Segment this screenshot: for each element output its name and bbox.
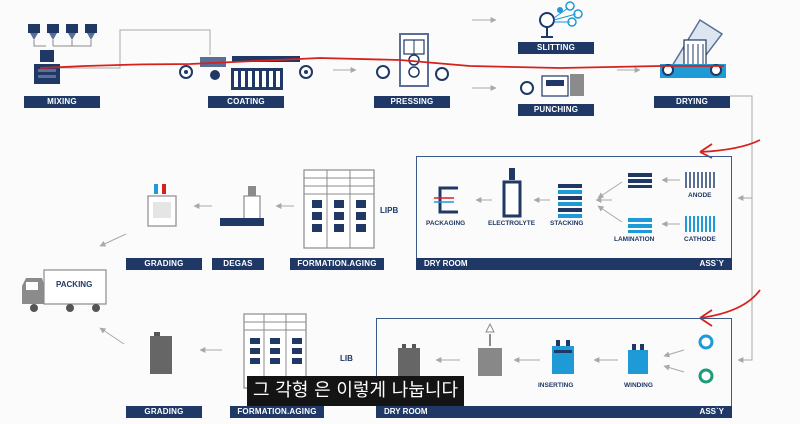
winding-roll-icons: [698, 334, 714, 384]
anode-label: ANODE: [688, 192, 712, 199]
punching-label: PUNCHING: [518, 104, 594, 116]
degas-label: DEGAS: [212, 258, 264, 270]
lamination-label: LAMINATION: [614, 236, 655, 243]
coating-label: COATING: [208, 96, 284, 108]
formation-aging-rack-icon: [303, 169, 375, 249]
stacking-icon: [558, 184, 582, 218]
packing-label: PACKING: [56, 280, 93, 289]
electrolyte-icon: [502, 168, 522, 218]
red-annotation-line: [39, 57, 724, 69]
packaging-label: PACKAGING: [426, 220, 466, 227]
anode-icon: [684, 172, 718, 188]
drying-equipment-icon: [660, 18, 726, 78]
middle-dry-room-bar: DRY ROOM ASS`Y: [416, 258, 732, 270]
coating-equipment-icon: [179, 56, 313, 90]
electrolyte-label: ELECTROLYTE: [488, 220, 536, 227]
middle-dry-room-label: DRY ROOM: [424, 259, 468, 268]
bottom-grading-cell-icon: [150, 332, 172, 374]
packaging-icon: [434, 186, 458, 214]
slitting-equipment-icon: [539, 1, 583, 38]
lib-label: LIB: [340, 354, 353, 363]
inserting-label: INSERTING: [538, 382, 574, 389]
middle-grading-label: GRADING: [126, 258, 202, 270]
bottom-dry-room-bar: DRY ROOM ASS`Y: [376, 406, 732, 418]
mixing-equipment-icon: [28, 24, 97, 84]
bottom-can-icon: [398, 344, 420, 376]
grading-cell-icon: [147, 184, 177, 227]
stacking-label: STACKING: [550, 220, 584, 227]
bottom-formation-aging-rack-icon: [243, 313, 307, 389]
middle-assy-box: [416, 156, 732, 270]
drying-label: DRYING: [654, 96, 730, 108]
bottom-assy-label: ASS`Y: [699, 407, 724, 416]
winding-icon: [628, 344, 648, 374]
middle-assy-label: ASS`Y: [699, 259, 724, 268]
bottom-dry-room-label: DRY ROOM: [384, 407, 428, 416]
punching-equipment-icon: [520, 74, 584, 97]
middle-formation-aging-label: FORMATION.AGING: [290, 258, 384, 270]
cathode-label: CATHODE: [684, 236, 716, 243]
slitting-label: SLITTING: [518, 42, 594, 54]
cathode-icon: [685, 216, 715, 232]
winding-label: WINDING: [624, 382, 653, 389]
pressing-label: PRESSING: [374, 96, 450, 108]
bottom-electrolyte-icon: [478, 322, 502, 376]
inserting-icon: [552, 340, 574, 374]
lipb-label: LIPB: [380, 206, 399, 215]
lamination-cathode-icon: [628, 218, 652, 233]
truck-icon: [22, 269, 107, 312]
bottom-grading-label: GRADING: [126, 406, 202, 418]
degas-icon: [220, 186, 264, 226]
lamination-anode-icon: [628, 173, 652, 188]
video-subtitle: 그 각형 은 이렇게 나눕니다: [247, 376, 465, 406]
mixing-label: MIXING: [24, 96, 100, 108]
bottom-formation-aging-label: FORMATION.AGING: [230, 406, 324, 418]
